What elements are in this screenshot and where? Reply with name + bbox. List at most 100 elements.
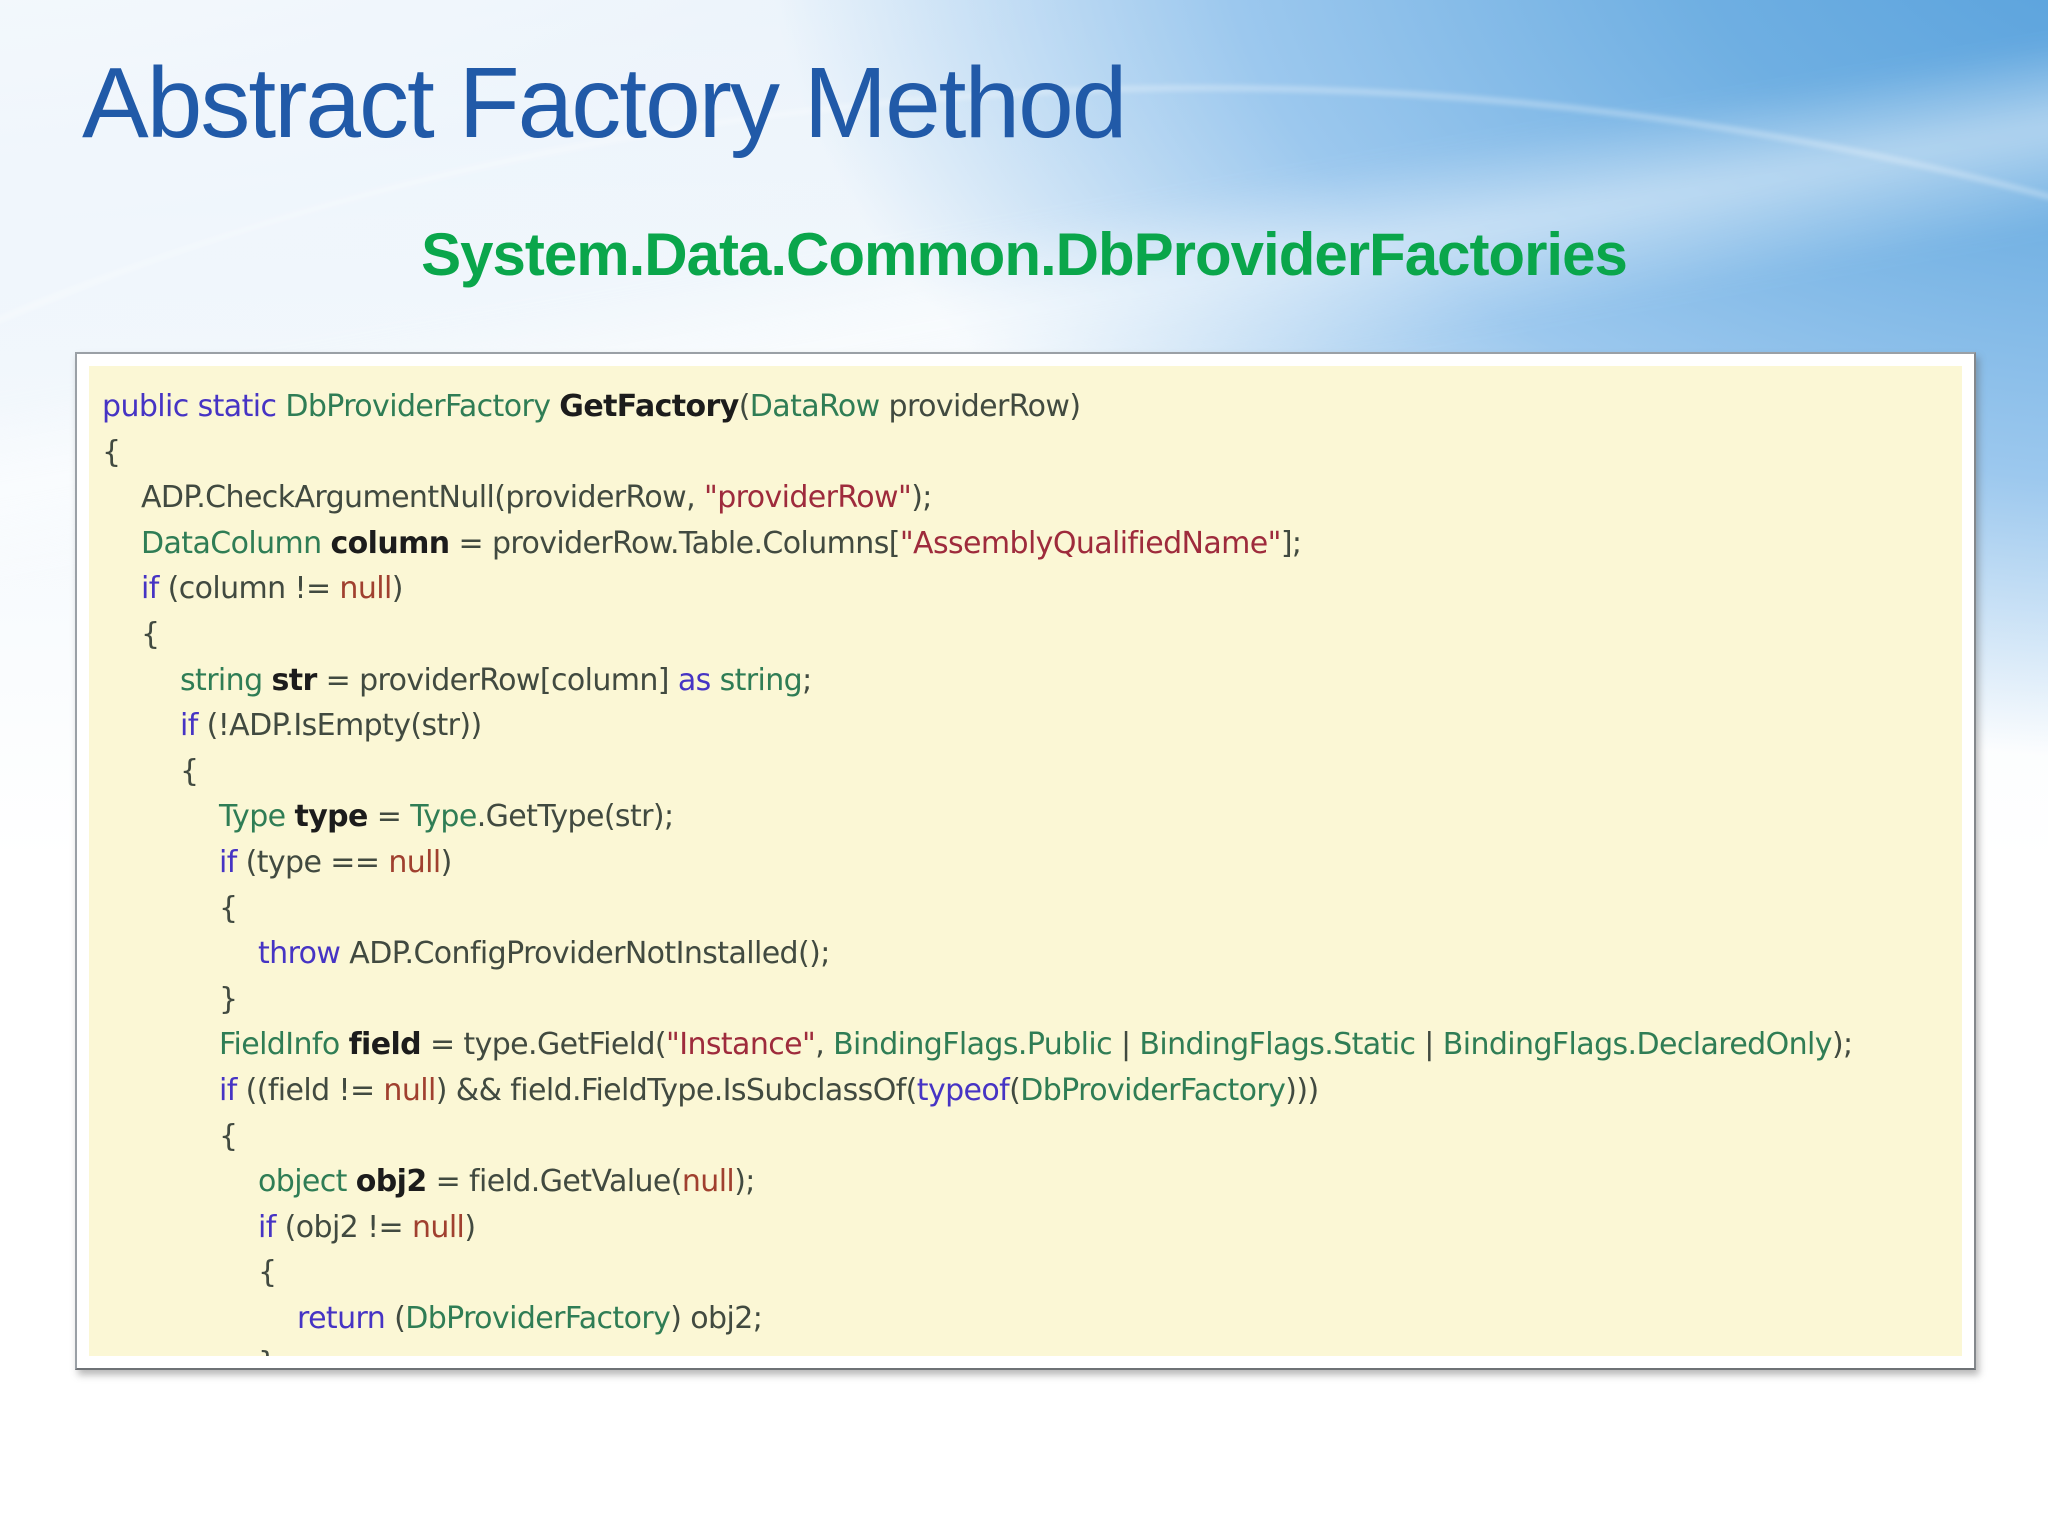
code-token: null (339, 571, 392, 607)
code-token: .GetType(str); (476, 799, 674, 835)
code-token: column (330, 525, 450, 561)
code-token: } (219, 981, 238, 1017)
code-token: (!ADP.IsEmpty(str)) (197, 708, 483, 744)
code-token: { (219, 1118, 238, 1154)
code-token: ( (1009, 1072, 1021, 1108)
code-token: ) (464, 1209, 476, 1245)
code-token: null (388, 844, 441, 880)
code-token: Type (410, 799, 477, 835)
code-token: string (710, 662, 803, 698)
code-token: ( (738, 389, 751, 424)
code-token: if (219, 844, 237, 880)
code-token: DbProviderFactory (1020, 1072, 1286, 1108)
code-listing: public static DbProviderFactory GetFacto… (89, 366, 1962, 1356)
code-line: if (!ADP.IsEmpty(str)) (102, 703, 1954, 749)
code-line: { (102, 1114, 1954, 1160)
slide-title: Abstract Factory Method (82, 47, 1127, 159)
code-token: return (297, 1300, 386, 1336)
code-line: public static DbProviderFactory GetFacto… (102, 384, 1954, 430)
code-token: } (258, 1346, 277, 1356)
code-screenshot-panel: public static DbProviderFactory GetFacto… (75, 352, 1976, 1370)
slide-subtitle: System.Data.Common.DbProviderFactories (421, 221, 1628, 288)
code-token: if (258, 1209, 276, 1245)
code-line: { (102, 430, 1954, 476)
code-token: ; (802, 662, 812, 698)
code-token: null (383, 1072, 436, 1108)
code-token: GetFactory (559, 389, 739, 424)
code-line: if (obj2 != null) (102, 1205, 1954, 1251)
code-token: { (141, 616, 160, 652)
code-token: obj2 (355, 1164, 427, 1200)
code-token: ]; (1280, 525, 1302, 561)
code-token: object (258, 1164, 356, 1200)
code-token: field (348, 1027, 422, 1063)
code-token: ))) (1285, 1072, 1319, 1108)
code-token: as (677, 662, 711, 698)
code-token: if (219, 1072, 237, 1108)
code-line: if (type == null) (102, 840, 1954, 886)
code-token: ); (734, 1164, 755, 1200)
code-token: DataRow (749, 389, 880, 424)
code-line: { (102, 749, 1954, 795)
code-line: if (column != null) (102, 566, 1954, 612)
code-line: } (102, 1341, 1954, 1356)
code-line: return (DbProviderFactory) obj2; (102, 1296, 1954, 1342)
code-token: type (294, 799, 368, 835)
code-token: if (141, 571, 159, 607)
code-line: object obj2 = field.GetValue(null); (102, 1159, 1954, 1205)
code-token: null (412, 1209, 465, 1245)
code-token: ) obj2; (670, 1300, 763, 1336)
code-token: "providerRow" (704, 480, 912, 516)
code-line: Type type = Type.GetType(str); (102, 794, 1954, 840)
code-token: "Instance" (666, 1027, 816, 1063)
code-token: typeof (916, 1072, 1010, 1108)
code-token: = providerRow.Table.Columns[ (449, 525, 900, 561)
code-line: DataColumn column = providerRow.Table.Co… (102, 521, 1954, 567)
code-line: string str = providerRow[column] as stri… (102, 658, 1954, 704)
code-line: throw ADP.ConfigProviderNotInstalled(); (102, 931, 1954, 977)
code-line: } (102, 977, 1954, 1023)
code-token: , (815, 1027, 834, 1063)
code-token: = providerRow[column] (316, 662, 678, 698)
code-token: { (258, 1255, 277, 1291)
code-line: { (102, 1250, 1954, 1296)
code-line: { (102, 612, 1954, 658)
code-token: { (180, 753, 199, 789)
code-token: DataColumn (141, 525, 331, 561)
code-token: (type == (236, 844, 389, 880)
code-token: = (367, 799, 411, 835)
code-token: ); (1831, 1027, 1853, 1063)
code-token: throw (258, 936, 341, 972)
code-token: "AssemblyQualifiedName" (899, 525, 1282, 561)
code-token: | (1112, 1027, 1140, 1063)
code-token: | (1415, 1027, 1443, 1063)
code-line: { (102, 886, 1954, 932)
code-token: DbProviderFactory (405, 1300, 671, 1336)
code-token: { (102, 434, 121, 470)
code-token: Type (219, 799, 295, 835)
code-token: providerRow) (879, 389, 1082, 424)
code-token: public static (102, 389, 286, 424)
code-token: BindingFlags.Public (833, 1027, 1113, 1063)
code-token: ); (911, 480, 932, 516)
code-token: ) (391, 571, 404, 607)
code-token: string (180, 662, 272, 698)
code-token: (obj2 != (275, 1209, 412, 1245)
code-token: null (681, 1164, 735, 1200)
code-token: = field.GetValue( (426, 1164, 683, 1200)
code-token: ( (385, 1300, 406, 1336)
code-line: FieldInfo field = type.GetField("Instanc… (102, 1022, 1954, 1068)
code-token: ((field != (236, 1072, 384, 1108)
code-token: = type.GetField( (421, 1027, 667, 1063)
code-token: BindingFlags.DeclaredOnly (1442, 1027, 1833, 1063)
code-token: str (271, 662, 317, 698)
code-token: ) && field.FieldType.IsSubclassOf( (435, 1072, 918, 1108)
code-token: if (180, 708, 198, 744)
code-token: ADP.ConfigProviderNotInstalled(); (340, 936, 830, 972)
code-line: ADP.CheckArgumentNull(providerRow, "prov… (102, 475, 1954, 521)
code-token: ) (440, 844, 453, 880)
code-token: BindingFlags.Static (1139, 1027, 1416, 1063)
code-line: if ((field != null) && field.FieldType.I… (102, 1068, 1954, 1114)
code-token: DbProviderFactory (285, 389, 560, 424)
